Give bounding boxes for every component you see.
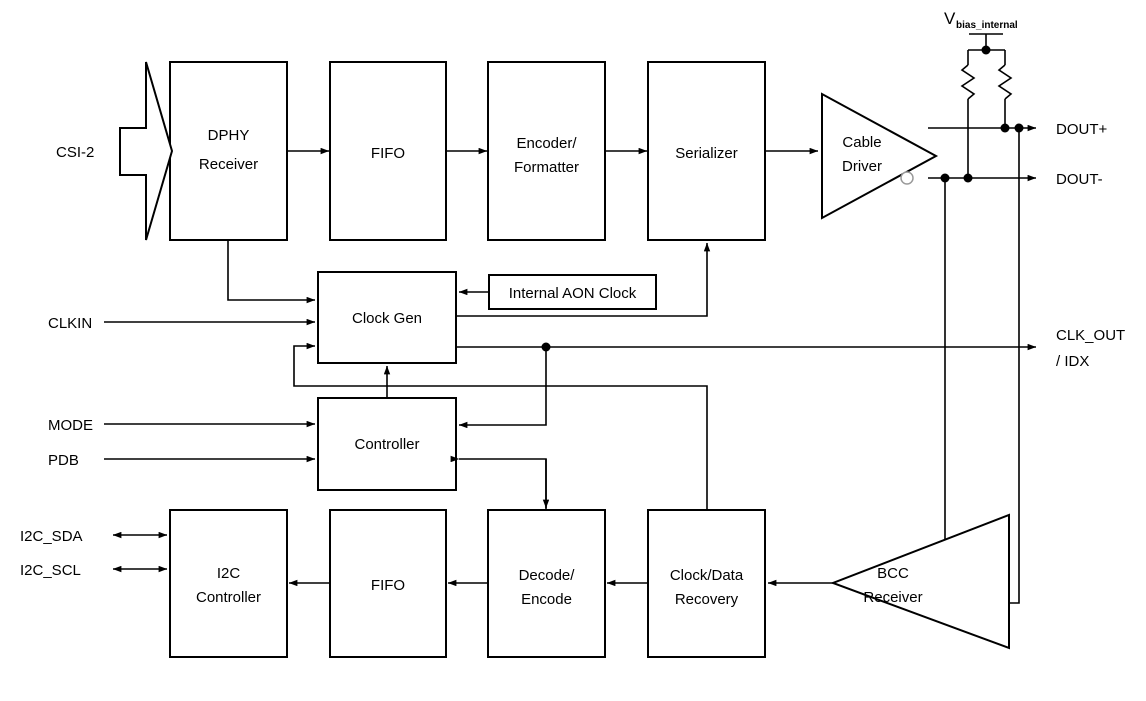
amplifier-bcc-receiver[interactable]: BCC Receiver (830, 513, 1010, 650)
csi2-bus-arrow-icon (119, 61, 174, 241)
junction-dot (963, 173, 973, 183)
io-label-csi-2: CSI-2 (56, 144, 94, 161)
block-encoder-formatter[interactable]: Encoder/ Formatter (487, 61, 606, 241)
block-label: Controller (196, 589, 261, 606)
block-label: Serializer (675, 145, 738, 162)
wire-dphy-to-clock-gen (227, 241, 316, 304)
io-label-i2c-sda: I2C_SDA (20, 528, 83, 545)
block-label: I2C (217, 565, 241, 582)
wire-dout-minus-to-bcc (944, 178, 1009, 562)
resistor-right-icon (997, 50, 1013, 128)
block-label: FIFO (371, 577, 405, 594)
block-controller[interactable]: Controller (317, 397, 457, 491)
block-label: Encode (521, 591, 572, 608)
block-label: Receiver (199, 156, 258, 173)
wire-clock-gen-to-controller (458, 347, 547, 429)
block-label: Encoder/ (516, 135, 577, 152)
block-label: Recovery (675, 591, 739, 608)
io-label-dout-plus: DOUT+ (1056, 121, 1107, 138)
resistor-left-icon (960, 50, 976, 178)
block-label: Clock Gen (352, 310, 422, 327)
block-clock-gen[interactable]: Clock Gen (317, 271, 457, 364)
supply-subscript: bias_internal (956, 20, 1018, 31)
amplifier-label: Cable (842, 134, 881, 151)
io-label-idx: / IDX (1056, 353, 1089, 370)
block-label: Internal AON Clock (509, 285, 637, 302)
block-label: FIFO (371, 145, 405, 162)
amplifier-label: BCC (877, 565, 909, 582)
amplifier-cable-driver[interactable]: Cable Driver (821, 92, 939, 220)
wire-dout-plus-to-bcc (1009, 128, 1020, 604)
io-label-mode: MODE (48, 417, 93, 434)
block-fifo-tx[interactable]: FIFO (329, 61, 447, 241)
block-fifo-rx[interactable]: FIFO (329, 509, 447, 658)
block-serializer[interactable]: Serializer (647, 61, 766, 241)
junction-dot (1000, 123, 1010, 133)
block-decode-encode[interactable]: Decode/ Encode (487, 509, 606, 658)
io-label-clkin: CLKIN (48, 315, 92, 332)
block-internal-aon-clock[interactable]: Internal AON Clock (488, 274, 657, 310)
block-label: Decode/ (519, 567, 576, 584)
io-label-pdb: PDB (48, 452, 79, 469)
block-label: DPHY (208, 127, 250, 144)
wire-cdr-to-clock-gen (293, 342, 708, 510)
block-i2c-controller[interactable]: I2C Controller (169, 509, 288, 658)
io-label-i2c-scl: I2C_SCL (20, 562, 81, 579)
block-dphy-receiver[interactable]: DPHY Receiver (169, 61, 288, 241)
wire-controller-to-decode-encode-node (450, 455, 547, 510)
block-clock-data-recovery[interactable]: Clock/Data Recovery (647, 509, 766, 658)
block-label: Controller (354, 436, 419, 453)
wire-clock-gen-to-serializer (457, 242, 711, 317)
supply-vbias-internal: V bias_internal (944, 9, 1018, 55)
inverting-bubble-icon (900, 171, 914, 185)
amplifier-label: Receiver (863, 589, 922, 606)
io-label-dout-minus: DOUT- (1056, 171, 1103, 188)
io-label-clk-out: CLK_OUT (1056, 327, 1125, 344)
amplifier-label: Driver (842, 158, 882, 175)
block-label: Formatter (514, 159, 579, 176)
supply-symbol: V (944, 9, 956, 28)
block-label: Clock/Data (670, 567, 744, 584)
